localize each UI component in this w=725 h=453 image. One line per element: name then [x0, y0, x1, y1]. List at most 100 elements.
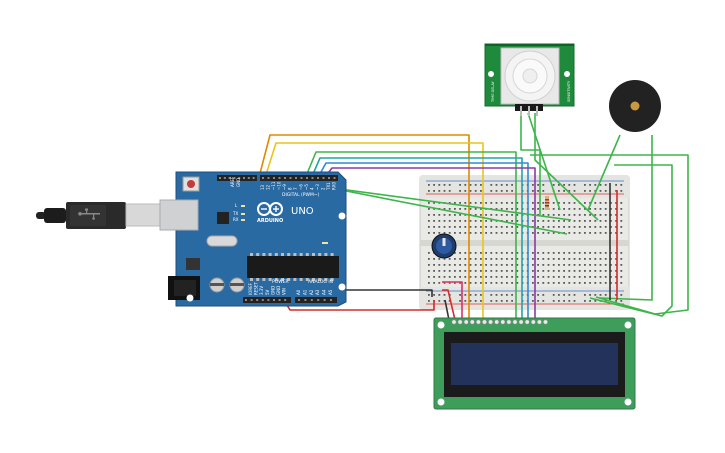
breadboard-hole	[454, 232, 456, 234]
breadboard-hole	[558, 270, 560, 272]
reset-button[interactable]	[182, 176, 200, 192]
breadboard-hole	[584, 208, 586, 210]
piezo-buzzer[interactable]	[609, 80, 661, 132]
resistor[interactable]	[545, 196, 549, 210]
breadboard-hole	[589, 252, 591, 254]
potentiometer[interactable]	[431, 233, 457, 259]
breadboard-hole	[464, 270, 467, 272]
breadboard-hole	[573, 282, 576, 284]
breadboard-hole	[589, 220, 591, 222]
wire-pir-1	[520, 113, 541, 215]
breadboard-hole	[485, 202, 487, 204]
breadboard-hole	[459, 294, 461, 296]
breadboard-hole	[495, 300, 498, 302]
pir-left-label: TIME DELAY	[491, 80, 495, 103]
breadboard-hole	[464, 208, 467, 210]
usb-cable[interactable]	[36, 202, 161, 229]
breadboard-hole	[474, 202, 477, 204]
breadboard-hole	[485, 226, 487, 228]
pir-sensor[interactable]: TIME DELAY SENSITIVITY	[484, 43, 575, 116]
chip-pin	[250, 253, 253, 256]
breadboard-hole	[469, 258, 472, 260]
crystal	[206, 235, 238, 247]
breadboard-hole	[563, 264, 565, 266]
breadboard-hole	[495, 190, 498, 192]
breadboard-hole	[620, 300, 623, 302]
breadboard-hole	[500, 202, 503, 204]
header-pin	[333, 177, 336, 179]
wire-pink	[442, 281, 463, 320]
breadboard-hole	[537, 264, 539, 266]
breadboard-hole	[448, 208, 451, 210]
breadboard-hole	[589, 202, 591, 204]
breadboard-hole	[615, 202, 617, 204]
breadboard-hole	[563, 282, 565, 284]
breadboard-hole	[511, 232, 513, 234]
breadboard-hole	[542, 202, 545, 204]
analog-pin-label: A5	[328, 289, 333, 295]
breadboard-hole	[563, 294, 565, 296]
chip-pin	[256, 278, 260, 281]
breadboard-hole	[480, 208, 482, 210]
breadboard-hole	[547, 264, 550, 266]
breadboard-hole	[610, 252, 612, 254]
lcd-display[interactable]	[433, 317, 636, 410]
breadboard-hole	[568, 264, 571, 266]
breadboard-hole	[516, 214, 519, 216]
breadboard-hole	[448, 270, 451, 272]
breadboard-hole	[485, 276, 487, 278]
breadboard-hole	[511, 252, 513, 254]
breadboard-hole	[438, 270, 441, 272]
breadboard-hole	[459, 226, 461, 228]
breadboard-hole	[474, 294, 477, 296]
breadboard-hole	[558, 220, 560, 222]
breadboard-hole	[615, 252, 617, 254]
breadboard-hole	[604, 294, 607, 296]
header-pin	[262, 177, 264, 179]
digital-pin-label: 13	[260, 184, 265, 190]
breadboard-hole	[448, 226, 451, 228]
breadboard-hole	[448, 190, 451, 192]
breadboard-hole	[474, 258, 477, 260]
lcd-pin	[463, 319, 469, 325]
breadboard-hole	[448, 258, 451, 260]
breadboard-hole	[506, 300, 508, 302]
breadboard-hole	[620, 282, 623, 284]
usb-port[interactable]	[159, 199, 199, 231]
mounting-hole	[338, 283, 346, 291]
breadboard-hole	[485, 282, 487, 284]
digital-header-right	[260, 175, 338, 181]
lcd-pin	[481, 319, 487, 325]
lcd-pin	[524, 319, 530, 325]
breadboard-hole	[448, 202, 451, 204]
breadboard-hole	[584, 184, 586, 186]
lcd-pin	[536, 319, 542, 325]
breadboard-hole	[615, 220, 617, 222]
lcd-pin	[494, 319, 500, 325]
breadboard-hole	[464, 190, 467, 192]
power-pin-label: GND	[276, 286, 281, 295]
breadboard-hole	[448, 300, 451, 302]
breadboard-hole	[563, 214, 565, 216]
breadboard-hole	[469, 294, 472, 296]
breadboard-hole	[443, 184, 446, 186]
breadboard-hole	[558, 300, 560, 302]
breadboard-hole	[610, 214, 612, 216]
power-led	[322, 242, 328, 244]
breadboard-hole	[568, 208, 571, 210]
breadboard-hole	[469, 282, 472, 284]
breadboard-hole	[516, 276, 519, 278]
breadboard-hole	[589, 300, 591, 302]
breadboard-hole	[506, 282, 508, 284]
breadboard-hole	[542, 270, 545, 272]
breadboard-hole	[578, 258, 581, 260]
breadboard-hole	[516, 252, 519, 254]
header-pin	[219, 177, 221, 179]
breadboard-hole	[589, 276, 591, 278]
usb-icon	[78, 208, 100, 220]
breadboard-hole	[532, 294, 534, 296]
breadboard-hole	[480, 232, 482, 234]
breadboard-hole	[552, 184, 555, 186]
breadboard-hole	[563, 184, 565, 186]
